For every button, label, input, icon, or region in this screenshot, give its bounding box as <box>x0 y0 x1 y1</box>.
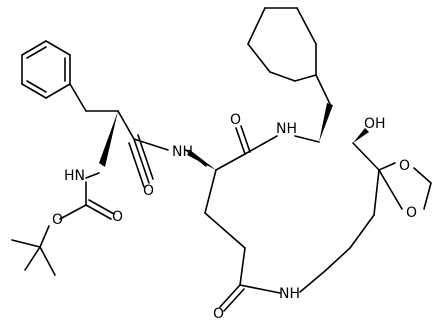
atom-label-o-ring-top: O <box>230 112 241 128</box>
atom-label-nh-ring-top: NH <box>276 121 297 137</box>
atom-label-layer: HN NH NH NH OH O O O O O O O <box>52 112 417 322</box>
stereo-wedge-hydroxyl <box>353 128 369 143</box>
atom-label-o-dioxolane-bottom: O <box>406 205 417 221</box>
atom-label-nh-boc: HN <box>64 168 85 184</box>
macrocycle-ring <box>204 125 380 312</box>
atom-label-hydroxyl: OH <box>364 116 386 132</box>
phenylalanine-fragment <box>69 83 169 188</box>
atom-label-o-carbamate-ester: O <box>52 212 63 228</box>
cyclohexylmethyl-group <box>247 7 331 105</box>
stereo-wedge-phe-alpha <box>99 111 118 167</box>
bond-layer <box>11 7 432 312</box>
benzene-ring <box>21 40 71 99</box>
stereo-wedge-cyclohexylmethyl <box>319 103 333 142</box>
atom-label-o-ring-bottom: O <box>213 306 224 322</box>
atom-label-nh-ring-bottom: NH <box>279 286 300 302</box>
stereo-wedge-ring-alpha <box>187 150 216 170</box>
atom-label-o-amide: O <box>143 183 154 199</box>
atom-label-o-dioxolane-top: O <box>399 158 410 174</box>
dioxolane-ring <box>378 162 432 210</box>
atom-label-nh-amide: NH <box>172 144 193 160</box>
boc-group <box>11 181 115 276</box>
atom-label-o-carbamate-double: O <box>112 209 123 225</box>
